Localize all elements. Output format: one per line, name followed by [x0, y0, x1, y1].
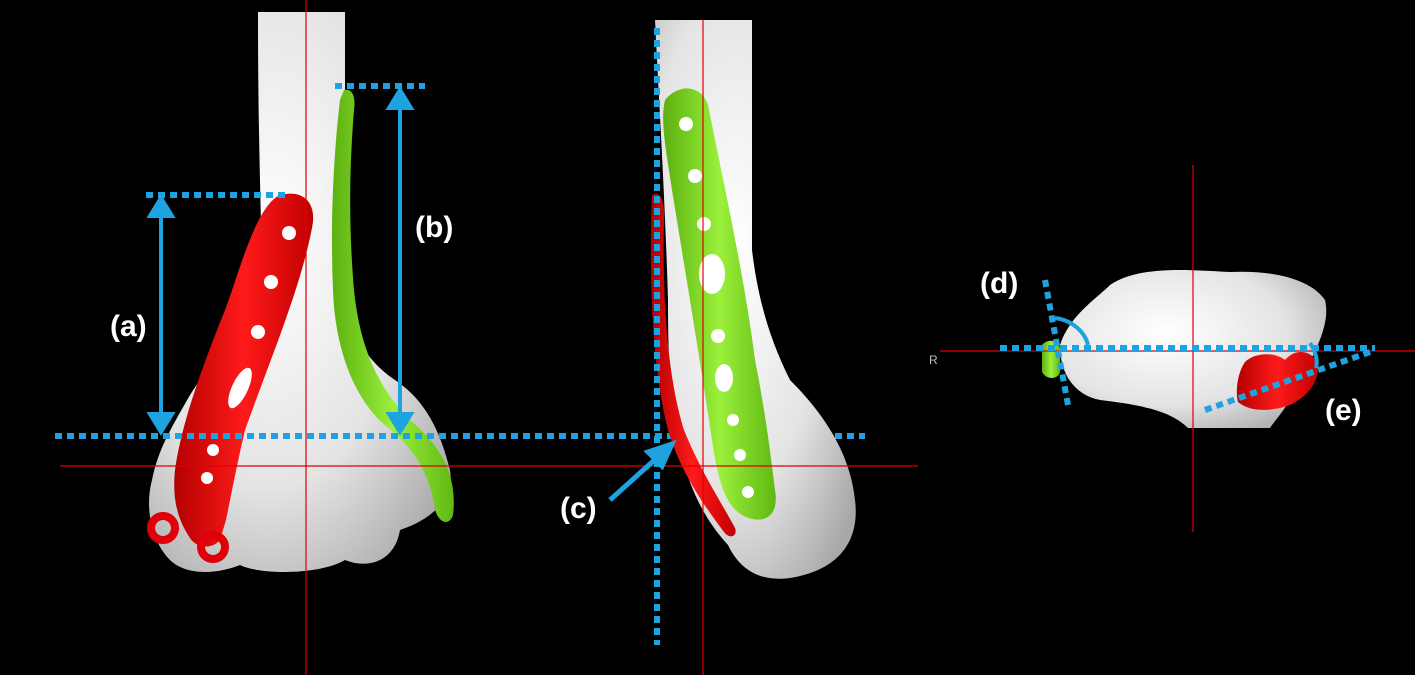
angle-d-line: [1042, 279, 1071, 406]
screw-hole: [264, 275, 278, 289]
lateral-plate: [331, 89, 454, 522]
screw-hole: [688, 169, 702, 183]
arrowhead: [146, 194, 176, 218]
plate-ring: [147, 512, 179, 544]
medial-plate-screw-holes: [201, 226, 296, 484]
screw-hole: [251, 325, 265, 339]
screw-hole: [697, 217, 711, 231]
medial-plate-rings: [147, 512, 229, 563]
screw-hole: [679, 117, 693, 131]
screw-hole: [742, 486, 754, 498]
screw-hole: [282, 226, 296, 240]
lateral-plate-face: [663, 88, 776, 520]
screw-hole: [207, 444, 219, 456]
label-d: (d): [980, 267, 1018, 300]
label-b: (b): [415, 211, 453, 244]
screw-hole: [727, 414, 739, 426]
label-c: (c): [560, 492, 597, 525]
screw-hole: [201, 472, 213, 484]
label-e: (e): [1325, 394, 1362, 427]
screw-hole: [711, 329, 725, 343]
panel-axial-view: R (d) (e): [929, 165, 1415, 532]
arrowhead: [146, 412, 176, 436]
screw-slot: [715, 364, 733, 392]
medial-plate-axial: [1236, 351, 1319, 410]
medial-plate-side: [650, 193, 736, 537]
screw-slot: [699, 254, 725, 294]
arrowhead: [385, 412, 415, 436]
label-a: (a): [110, 310, 147, 343]
orientation-marker-r: R: [929, 353, 938, 367]
screw-slot: [228, 367, 252, 409]
lateral-plate-screw-holes: [679, 117, 754, 498]
angle-e-arc: [1308, 341, 1319, 369]
arrowhead: [643, 439, 677, 471]
panel-lateral-view: (c): [560, 20, 918, 675]
arrowhead: [385, 86, 415, 110]
panel-anterior-view: (a) (b): [55, 0, 865, 675]
lateral-plate-axial: [1042, 340, 1060, 378]
angle-d-arc: [1054, 316, 1090, 346]
angle-e-line: [1204, 349, 1371, 413]
screw-hole: [734, 449, 746, 461]
plate-ring: [197, 531, 229, 563]
pointer-c-arrow: [608, 453, 662, 502]
